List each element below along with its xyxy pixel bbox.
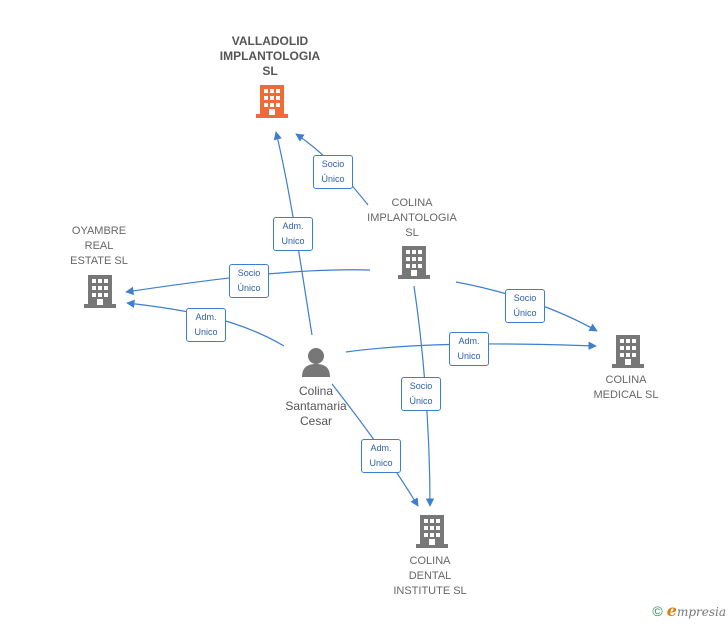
colina-implantologia-label[interactable]: COLINA IMPLANTOLOGIA SL	[367, 197, 457, 239]
colina-dental-label[interactable]: COLINA DENTAL INSTITUTE SL	[393, 555, 467, 597]
person-icon[interactable]	[302, 348, 330, 377]
colina-medical-building-icon[interactable]	[612, 335, 644, 368]
edge-label-adm-unico: Adm. Unico	[186, 308, 226, 342]
edge-label-socio-unico: Socio Único	[505, 289, 545, 323]
oyambre-building-icon[interactable]	[84, 275, 116, 308]
empresia-watermark: ©empresia	[652, 601, 726, 620]
brand-name: empresia	[666, 601, 726, 620]
copyright-symbol: ©	[652, 603, 663, 619]
valladolid-label[interactable]: VALLADOLID IMPLANTOLOGIA SL	[219, 34, 321, 78]
person-label[interactable]: Colina Santamaria Cesar	[285, 384, 347, 428]
valladolid-building-icon[interactable]	[256, 85, 288, 118]
colina-dental-building-icon[interactable]	[416, 515, 448, 548]
edge-label-socio-unico: Socio Único	[229, 264, 269, 298]
edge-label-adm-unico: Adm. Unico	[449, 332, 489, 366]
edge-label-socio-unico: Socio Único	[401, 377, 441, 411]
colina-medical-label[interactable]: COLINA MEDICAL SL	[593, 374, 659, 401]
edge-label-socio-unico: Socio Único	[313, 155, 353, 189]
edge-label-adm-unico: Adm. Unico	[361, 439, 401, 473]
colina-implantologia-building-icon[interactable]	[398, 246, 430, 279]
edge-label-adm-unico: Adm. Unico	[273, 217, 313, 251]
oyambre-label[interactable]: OYAMBRE REAL ESTATE SL	[70, 225, 128, 267]
